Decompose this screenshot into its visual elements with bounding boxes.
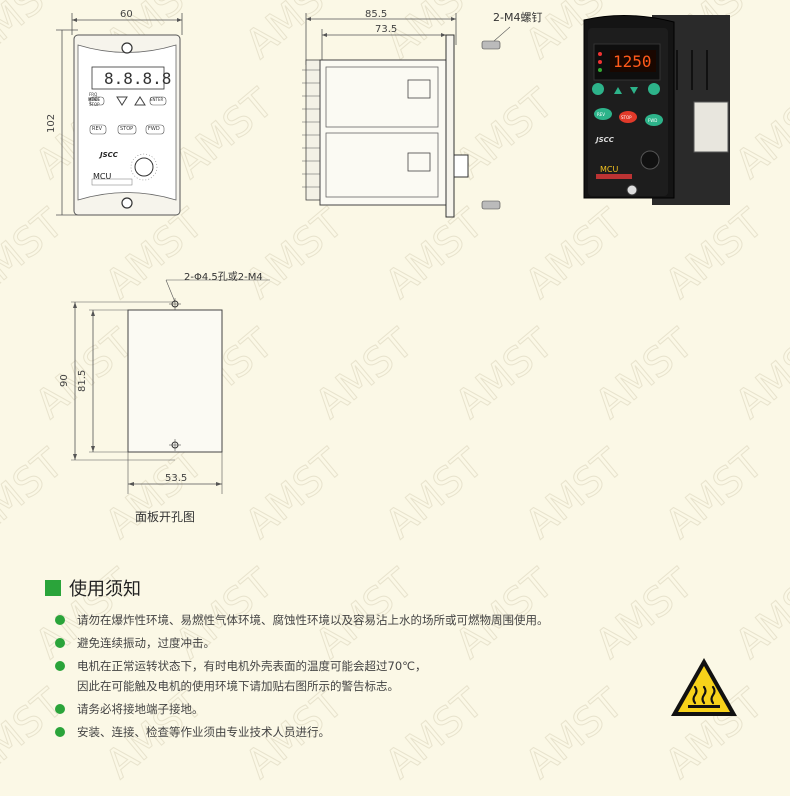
front-mode-button: MODE [88,97,101,102]
photo-rev-button: REV [597,112,605,117]
watermark-text: AMST [517,440,633,547]
photo-mcu-label: MCU [600,165,618,174]
watermark-text: AMST [307,320,423,427]
photo-brand: JSCC [594,136,615,144]
led-label: RPM [89,97,98,102]
note-text: 请勿在爆炸性环境、易燃性气体环境、腐蚀性环境以及容易沾上水的场所或可燃物周围使用… [77,613,549,627]
hot-surface-warning-icon [671,658,737,716]
side-body-width-label: 73.5 [375,24,397,35]
led-label: FRQ [89,92,98,97]
watermark-text: AMST [587,560,703,667]
watermark-text: AMST [727,560,790,667]
product-photo: 1250 REV STOP FWD JSCC MCU [583,15,730,205]
note-text: 因此在可能触及电机的使用环境下请加贴右图所示的警告标志。 [77,679,399,693]
front-fwd-button: FWD [148,126,160,132]
bullet-icon [55,615,65,625]
cutout-inner-height-label: 81.5 [77,370,88,392]
led-label: STOP [89,102,100,107]
watermark-text: AMST [447,320,563,427]
front-mcu-label: MCU [93,172,112,181]
watermark-text: AMST [727,320,790,427]
front-enter-button: ENTER [150,97,164,102]
list-item: 安装、连接、检查等作业须由专业技术人员进行。 [55,722,549,742]
bullet-icon [55,638,65,648]
front-status-leds: FRQ RPM STOP [89,92,100,107]
notes-list: 请勿在爆炸性环境、易燃性气体环境、腐蚀性环境以及容易沾上水的场所或可燃物周围使用… [55,610,549,745]
list-item: 电机在正常运转状态下，有时电机外壳表面的温度可能会超过70℃， 因此在可能触及电… [55,656,549,696]
list-item: 避免连续振动，过度冲击。 [55,633,549,653]
list-item: 请勿在爆炸性环境、易燃性气体环境、腐蚀性环境以及容易沾上水的场所或可燃物周围使用… [55,610,549,630]
bullet-icon [55,704,65,714]
watermark-text: AMST [657,200,773,307]
front-height-label: 102 [46,114,57,133]
front-width-label: 60 [120,9,133,20]
front-stop-button: STOP [120,126,134,132]
screw-icon [481,40,501,210]
note-text: 请务必将接地端子接地。 [77,702,204,716]
watermark-text: AMST [517,200,633,307]
front-brand: JSCC [100,151,118,159]
cutout-drawing: 90 81.5 53.5 [59,279,270,494]
photo-display-value: 1250 [613,52,652,71]
section-square-icon [45,580,61,596]
photo-stop-button: STOP [621,115,632,120]
note-text: 电机在正常运转状态下，有时电机外壳表面的温度可能会超过70℃， [77,659,427,673]
cutout-width-label: 53.5 [165,473,187,484]
side-view-drawing: 85.5 73.5 [302,9,511,218]
watermark-text: AMST [657,440,773,547]
front-view-drawing: 60 102 8.8.8.8 [46,9,183,216]
note-text: 安装、连接、检查等作业须由专业技术人员进行。 [77,725,330,739]
photo-fwd-button: FWD [648,118,657,123]
cutout-caption: 面板开孔图 [135,510,196,524]
cutout-outer-height-label: 90 [59,374,70,387]
bullet-icon [55,661,65,671]
notes-title: 使用须知 [69,579,141,600]
watermark-text: AMST [587,320,703,427]
notes-header: 使用须知 [45,575,141,601]
bullet-icon [55,727,65,737]
svg-text:8.8.8.8: 8.8.8.8 [104,69,171,88]
cutout-hole-label: 2-Φ4.5孔或2-M4 [184,272,263,283]
front-rev-button: REV [92,126,103,132]
note-text: 避免连续振动，过度冲击。 [77,636,215,650]
list-item: 请务必将接地端子接地。 [55,699,549,719]
watermark-text: AMST [377,440,493,547]
side-overall-width-label: 85.5 [365,9,387,20]
screw-label: 2-M4螺钉 [493,11,543,24]
watermark-text: AMST [727,80,790,187]
